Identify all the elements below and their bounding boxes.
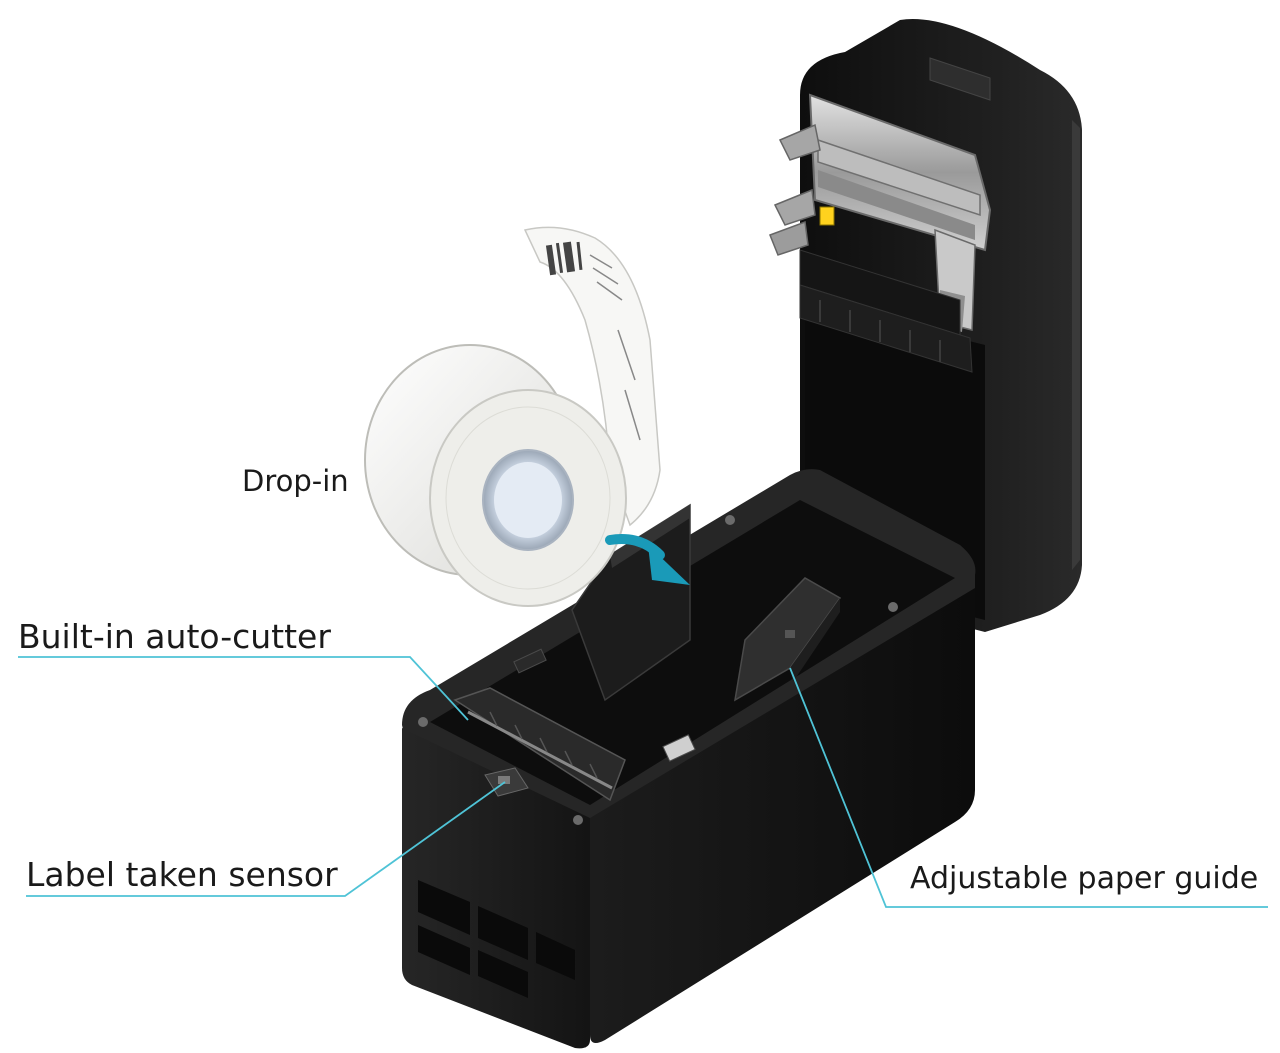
label-paper-guide: Adjustable paper guide <box>910 861 1259 896</box>
leader-line-auto-cutter <box>18 656 469 721</box>
drop-in-arrow <box>605 534 690 585</box>
cutter-mechanism <box>453 687 626 802</box>
inner-details <box>513 648 696 762</box>
leader-line-paper-guide <box>789 667 1268 908</box>
label-roll <box>364 226 661 607</box>
paper-guide-block <box>733 577 842 702</box>
label-taken-sensor: Label taken sensor <box>26 855 338 894</box>
leader-line-label-sensor <box>26 781 506 897</box>
label-auto-cutter: Built-in auto-cutter <box>18 617 331 656</box>
print-head-mechanism <box>769 93 992 373</box>
label-drop-in: Drop-in <box>242 464 349 498</box>
leader-lines <box>18 656 1268 908</box>
